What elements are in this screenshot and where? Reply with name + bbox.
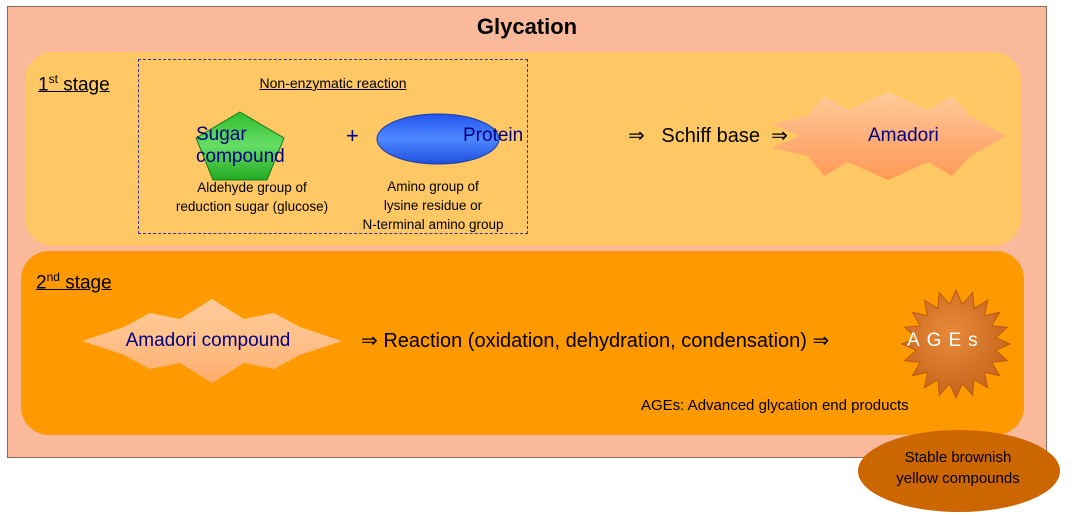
protein-note-line2: lysine residue or	[383, 198, 483, 213]
protein-note-line1: Amino group of	[387, 179, 479, 194]
stable-line2: yellow compounds	[896, 470, 1020, 487]
protein-note-line3: N-terminal amino group	[362, 217, 504, 232]
protein-note: Amino group of lysine residue or N-termi…	[330, 177, 536, 234]
amadori-label: Amadori	[868, 125, 939, 146]
reaction-step: ⇒ Reaction (oxidation, dehydration, cond…	[361, 330, 830, 352]
amadori-compound-label: Amadori compound	[125, 330, 291, 351]
schiff-base-step: ⇒ Schiff base ⇒	[628, 125, 788, 147]
diagram-title: Glycation	[476, 14, 578, 39]
protein-label: Protein	[463, 125, 524, 146]
sugar-note: Aldehyde group of reduction sugar (gluco…	[132, 178, 372, 216]
ages-starburst-shape	[900, 288, 1012, 400]
sugar-note-line1: Aldehyde group of	[197, 180, 307, 195]
sugar-note-line2: reduction sugar (glucose)	[175, 199, 329, 214]
amadori-compound-burst-shape	[82, 299, 342, 383]
stable-compounds-label: Stable brownish yellow compounds	[862, 447, 1054, 489]
amadori-burst-shape	[772, 92, 1006, 180]
non-enzymatic-title: Non-enzymatic reaction	[259, 75, 407, 91]
sugar-pentagon-shape	[195, 111, 285, 181]
stable-compounds-ellipse-shape	[858, 430, 1060, 512]
plus-sign: +	[346, 123, 359, 148]
stable-line1: Stable brownish	[904, 449, 1012, 466]
ages-label: AGEs	[907, 330, 985, 351]
non-enzymatic-box	[138, 59, 528, 234]
stage1-label: 1st stage	[38, 72, 110, 96]
sugar-compound-label: Sugar compound	[196, 124, 285, 167]
ages-definition: AGEs: Advanced glycation end products	[641, 397, 909, 414]
protein-ellipse-shape	[376, 113, 500, 165]
stage2-label: 2nd stage	[36, 270, 112, 294]
